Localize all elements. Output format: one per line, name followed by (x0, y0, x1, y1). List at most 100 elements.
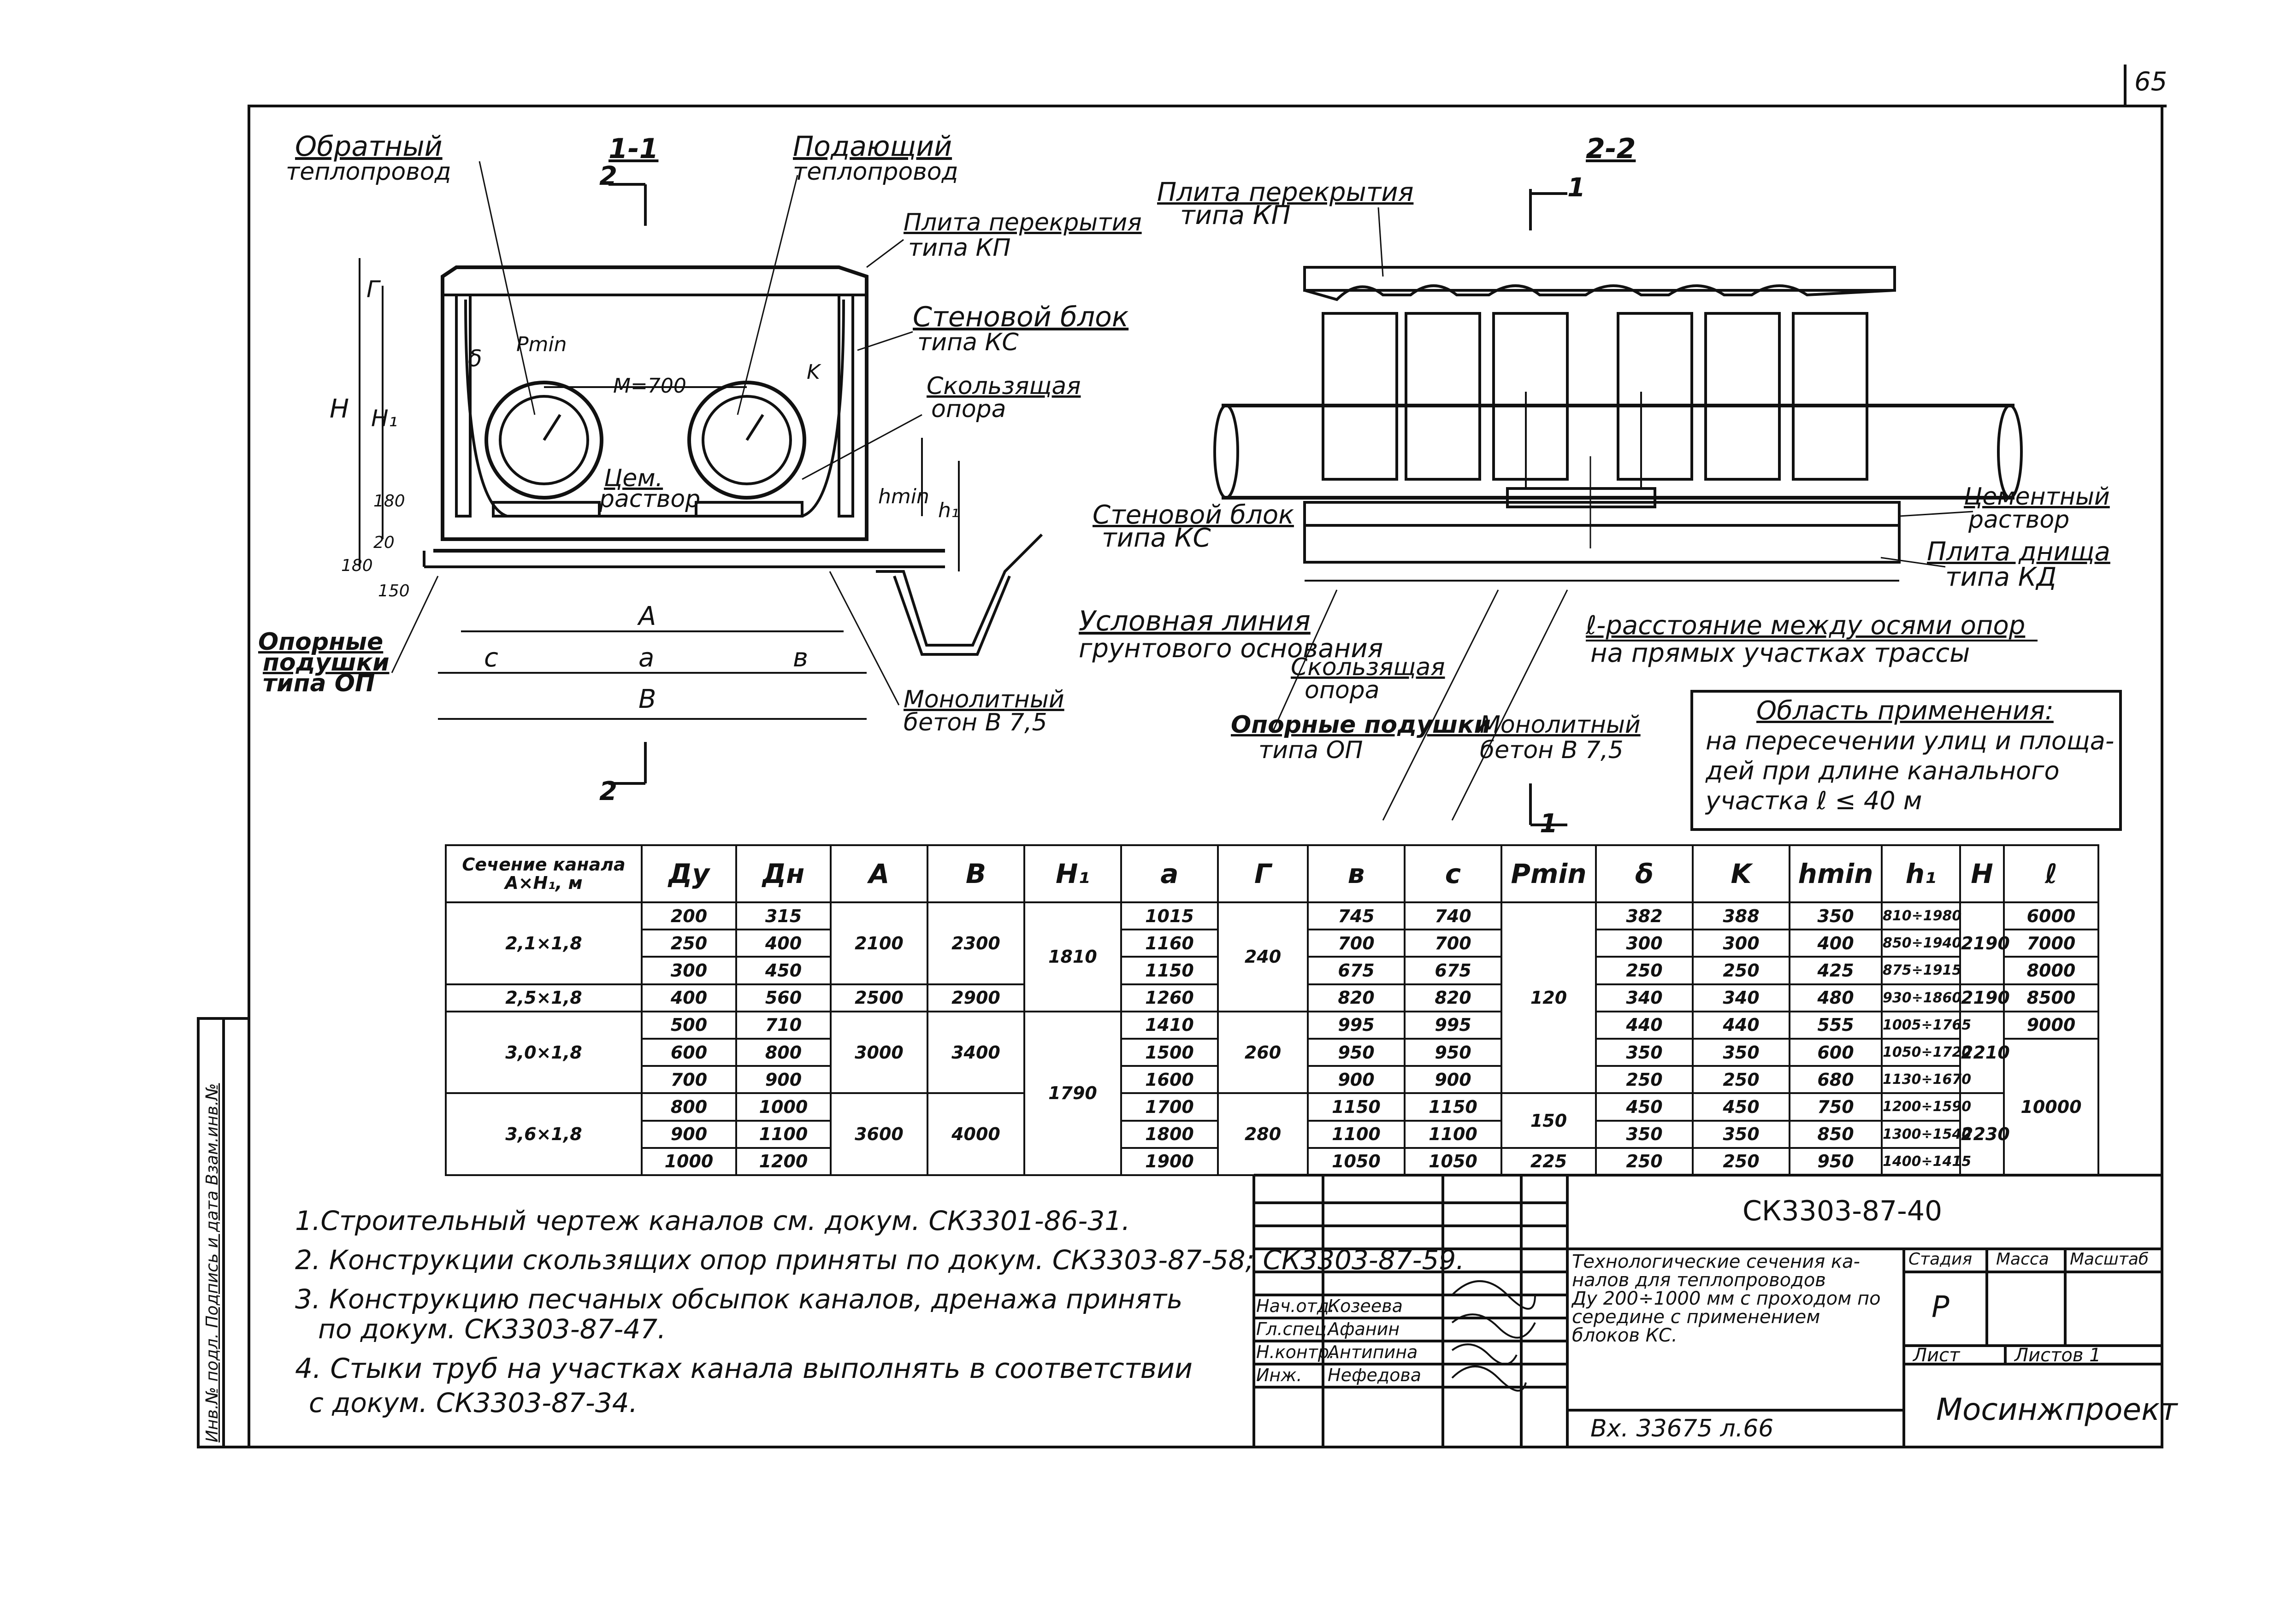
cell-dn: 315 (735, 901, 832, 931)
application-line-3: участка ℓ ≤ 40 м (1706, 786, 1922, 815)
table-row: 3,6×1,8 800 1000 3600 4000 1700 280 1150… (445, 1092, 2098, 1176)
cell-dy: 900 (641, 1119, 737, 1149)
return-pipe-label: Обратный (295, 130, 443, 163)
sheets-label: Листов 1 (2014, 1345, 2101, 1366)
cell-a: 1600 (1120, 1065, 1219, 1094)
cell-hmin: 400 (1789, 929, 1883, 958)
note-3-cont: по докум. СК3303-87-47. (318, 1313, 666, 1345)
cell-B: 4000 (927, 1092, 1025, 1176)
cell-H: 2190 (1959, 983, 2010, 1012)
cell-delta: 450 (1595, 1092, 1694, 1122)
section-1-1-title: 1-1 (608, 133, 659, 165)
wall-b-label: Стеновой блок (1093, 500, 1294, 530)
monolith-b-label-2: бетон В 7,5 (1480, 736, 1624, 764)
sliding-support-label-2: опора (931, 395, 1006, 423)
page-number: 65 (2134, 67, 2168, 97)
cell-k: 440 (1692, 1010, 1790, 1040)
cell-delta: 250 (1595, 1147, 1694, 1177)
signature-3 (1451, 1343, 1518, 1365)
th-c: c (1404, 844, 1502, 903)
dim-A: A (638, 601, 656, 631)
cell-c: 1100 (1404, 1119, 1502, 1149)
monolith-label: Монолитный (904, 686, 1064, 713)
cell-b: 950 (1307, 1037, 1406, 1067)
table-row: 600 800 1500 950 950 350 350 600 1050÷17… (446, 1037, 2099, 1177)
cell-delta: 300 (1595, 929, 1694, 958)
description-line-4: середине с применением (1572, 1306, 1820, 1328)
th-delta: δ (1595, 844, 1694, 903)
wall-block-label-2: типа КС (917, 329, 1019, 356)
cell-L: 6000 (2003, 901, 2099, 931)
cell-a: 1260 (1120, 983, 1219, 1012)
return-pipe-label-2: теплопровод (286, 158, 451, 186)
scale-label: Масштаб (2070, 1250, 2149, 1269)
role-3: Н.контр. (1256, 1342, 1335, 1362)
table-row: 700 900 1600 900 900 250 250 680 1130÷16… (446, 1065, 2098, 1094)
cell-dn: 900 (735, 1065, 832, 1094)
dim-pmin: Pmin (516, 333, 567, 356)
th-K: K (1692, 844, 1790, 903)
cell-section: 2,5×1,8 (445, 983, 643, 1012)
table-row: 2,5×1,8 400 560 2500 2900 1260 820 820 3… (445, 983, 2099, 1012)
cell-dn: 560 (735, 983, 832, 1012)
support-b-label: Опорные подушки (1231, 711, 1491, 739)
cell-G: 260 (1217, 1010, 1309, 1094)
cell-dn: 1000 (735, 1092, 832, 1122)
cell-a: 1160 (1120, 929, 1219, 958)
cell-L: 8500 (2003, 983, 2099, 1012)
name-1: Козеева (1328, 1296, 1403, 1316)
doc-code: СК3303-87-40 (1743, 1195, 1943, 1227)
dim-180-a: 180 (373, 492, 405, 511)
signature-1 (1451, 1280, 1536, 1310)
sheet-frame (248, 105, 2163, 1448)
cell-delta: 382 (1595, 901, 1694, 931)
dim-180-b: 180 (341, 556, 373, 575)
cell-k: 388 (1692, 901, 1790, 931)
cell-delta: 250 (1595, 956, 1694, 985)
cell-hmin: 750 (1789, 1092, 1883, 1122)
cell-dn: 1200 (735, 1147, 832, 1177)
cell-h1: 1200÷1590 (1881, 1092, 1971, 1122)
cell-H: 2210 (1959, 1010, 2010, 1094)
sliding-b-label: Скользящая (1291, 653, 1445, 681)
name-2: Афанин (1328, 1319, 1400, 1339)
th-A: A (830, 844, 928, 903)
distance-label: ℓ-расстояние между осями опор (1586, 611, 2026, 641)
table-header-row: Сечение канала A×H₁, м Ду Дн A B H₁ a Г … (445, 844, 2099, 903)
support-pads-label: Опорные (258, 628, 384, 656)
cell-b: 900 (1307, 1065, 1406, 1094)
cell-delta: 250 (1595, 1065, 1694, 1094)
cell-G: 280 (1217, 1092, 1309, 1176)
signature-2 (1451, 1313, 1536, 1339)
cell-b: 820 (1307, 983, 1406, 1012)
dim-delta: δ (468, 345, 482, 372)
table-row: 300 450 1150 675 675 250 250 425 875÷191… (446, 956, 2099, 985)
cell-b: 700 (1307, 929, 1406, 958)
cell-section: 3,0×1,8 (445, 1010, 643, 1094)
cell-dn: 800 (735, 1037, 832, 1067)
section-2-2-title: 2-2 (1586, 133, 1636, 165)
cell-delta: 440 (1595, 1010, 1694, 1040)
cell-delta: 350 (1595, 1119, 1694, 1149)
dim-a: a (638, 643, 655, 673)
th-B: B (927, 844, 1025, 903)
slab-label: Плита перекрытия (904, 209, 1142, 236)
cell-h1: 1300÷1540 (1881, 1119, 1971, 1149)
table-row: 900 1100 1800 1100 1100 350 350 850 1300… (446, 1119, 2098, 1149)
cell-B: 2300 (927, 901, 1025, 985)
cell-b: 1100 (1307, 1119, 1406, 1149)
cell-k: 250 (1692, 956, 1790, 985)
cell-c: 995 (1404, 1010, 1502, 1040)
cell-b: 995 (1307, 1010, 1406, 1040)
cell-A: 2100 (830, 901, 928, 985)
cell-b: 745 (1307, 901, 1406, 931)
dim-K: K (807, 360, 820, 384)
cell-L: 8000 (2003, 956, 2099, 985)
cell-h1: 1050÷1720 (1881, 1037, 1971, 1067)
cell-G: 240 (1217, 901, 1309, 1012)
stage-value: Р (1932, 1290, 1949, 1324)
section-2-2-cut-bottom: 1 (1540, 809, 1558, 839)
cell-B: 3400 (927, 1010, 1025, 1094)
description-line-1: Технологические сечения ка- (1572, 1251, 1860, 1272)
cell-c: 675 (1404, 956, 1502, 985)
